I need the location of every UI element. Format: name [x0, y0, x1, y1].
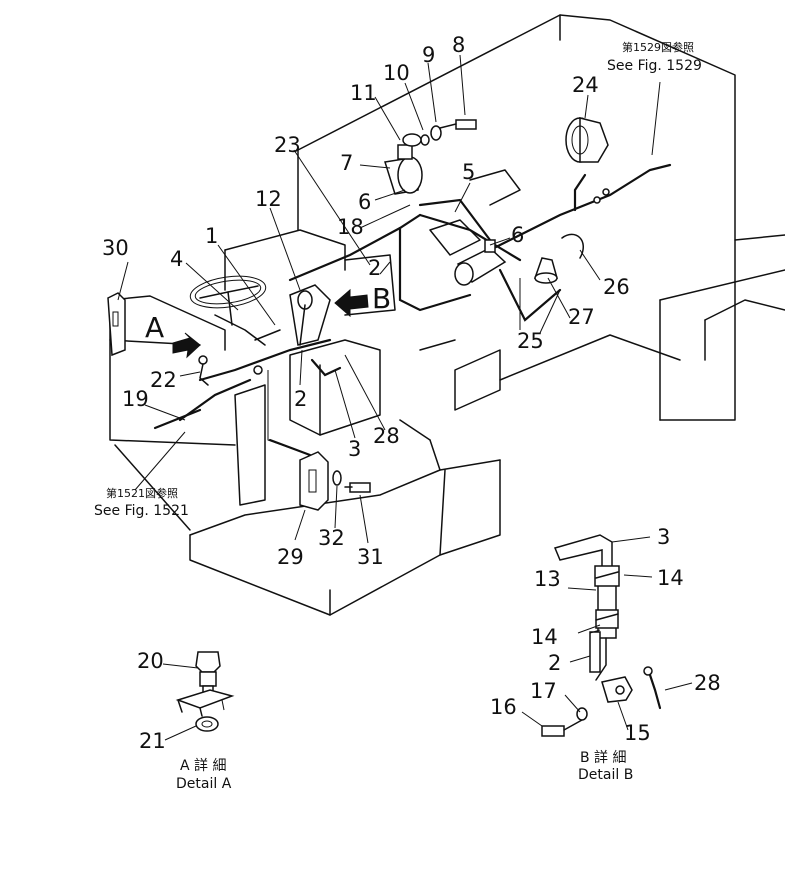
- nut-21-icon: [195, 716, 219, 732]
- column-13-icon: [594, 565, 620, 639]
- detail-b-callout-15: 15: [624, 721, 651, 745]
- callout-3: 3: [348, 437, 361, 461]
- callout-5: 5: [462, 160, 475, 184]
- detail-b-callout-2: 2: [548, 651, 561, 675]
- detail-a-callout-20: 20: [137, 649, 164, 673]
- bracket-15-icon: [601, 676, 633, 703]
- detail-b-callout-17: 17: [530, 679, 557, 703]
- callout-7: 7: [340, 151, 353, 175]
- detail-b-callout-16: 16: [490, 695, 517, 719]
- callout-12: 12: [255, 187, 282, 211]
- bolt-31-icon: [332, 470, 371, 493]
- leader-lines: [117, 54, 661, 544]
- bolt-icon: [402, 119, 477, 147]
- control-lever-icon: [254, 284, 331, 346]
- callout-28: 28: [373, 424, 400, 448]
- callout-32: 32: [318, 526, 345, 550]
- callout-6-right: 6: [511, 223, 524, 247]
- detail-b-callout-13: 13: [534, 567, 561, 591]
- detail-a-caption-en: Detail A: [176, 776, 232, 792]
- callout-18: 18: [337, 215, 364, 239]
- detail-a-callout-21: 21: [139, 729, 166, 753]
- ref-1529-en: See Fig. 1529: [607, 58, 702, 74]
- view-marker-a: A: [145, 311, 164, 344]
- callout-numbers: 1 2 2 3 4 5 6 6 7 8 9 10 11 12 18 19 22 …: [102, 33, 630, 569]
- front-lamp-icon: [384, 144, 423, 195]
- work-lamp-icon: [565, 117, 609, 163]
- callout-2-upper: 2: [368, 256, 381, 280]
- callout-26: 26: [603, 275, 630, 299]
- callout-30: 30: [102, 236, 129, 260]
- callout-24: 24: [572, 73, 599, 97]
- callout-27: 27: [568, 305, 595, 329]
- components: [107, 117, 610, 511]
- buzzer-icon: [533, 257, 558, 284]
- callout-4: 4: [170, 247, 183, 271]
- connector-25-icon: [593, 196, 601, 204]
- callout-6-left: 6: [358, 190, 371, 214]
- callout-31: 31: [357, 545, 384, 569]
- callout-2-lower: 2: [294, 387, 307, 411]
- callout-1: 1: [205, 224, 218, 248]
- detail-a: 20 21 A 詳 細 Detail A: [137, 649, 235, 792]
- lever-3-icon: [553, 534, 613, 571]
- callout-29: 29: [277, 545, 304, 569]
- detail-b-callout-28: 28: [694, 671, 721, 695]
- steering-wheel-icon: [189, 275, 267, 346]
- detail-b: 3 13 14 14 2 17 16 15 28 B 詳 細 Detail B: [490, 525, 721, 783]
- detail-b-caption-jp: B 詳 細: [580, 750, 627, 766]
- harness-wires: [153, 163, 672, 457]
- bracket-icon: [107, 292, 126, 357]
- callout-23: 23: [274, 133, 301, 157]
- ref-1521-jp: 第1521図参照: [106, 486, 178, 500]
- detail-b-callout-14-lower: 14: [531, 625, 558, 649]
- callout-8: 8: [452, 33, 465, 57]
- clip-icon: [561, 233, 584, 259]
- detail-a-caption-jp: A 詳 細: [180, 758, 226, 774]
- callout-11: 11: [350, 81, 377, 105]
- callout-10: 10: [383, 61, 410, 85]
- connector-icon: [198, 355, 263, 386]
- horn-icon: [454, 239, 507, 286]
- guard-bracket-icon: [299, 451, 329, 511]
- ref-1529-jp: 第1529図参照: [622, 40, 694, 54]
- view-arrow-a: [172, 332, 201, 359]
- view-arrow-b: [334, 288, 369, 318]
- callout-25: 25: [517, 329, 544, 353]
- detail-b-caption-en: Detail B: [578, 767, 633, 783]
- callout-22: 22: [150, 368, 177, 392]
- switch-20-icon: [175, 651, 235, 717]
- ref-1521-en: See Fig. 1521: [94, 503, 189, 519]
- detail-b-callout-3: 3: [657, 525, 670, 549]
- callout-9: 9: [422, 43, 435, 67]
- callout-19: 19: [122, 387, 149, 411]
- bolt-16-icon: [541, 719, 583, 737]
- machine-body: [109, 14, 785, 616]
- detail-b-callout-14-upper: 14: [657, 566, 684, 590]
- view-marker-b: B: [372, 282, 391, 315]
